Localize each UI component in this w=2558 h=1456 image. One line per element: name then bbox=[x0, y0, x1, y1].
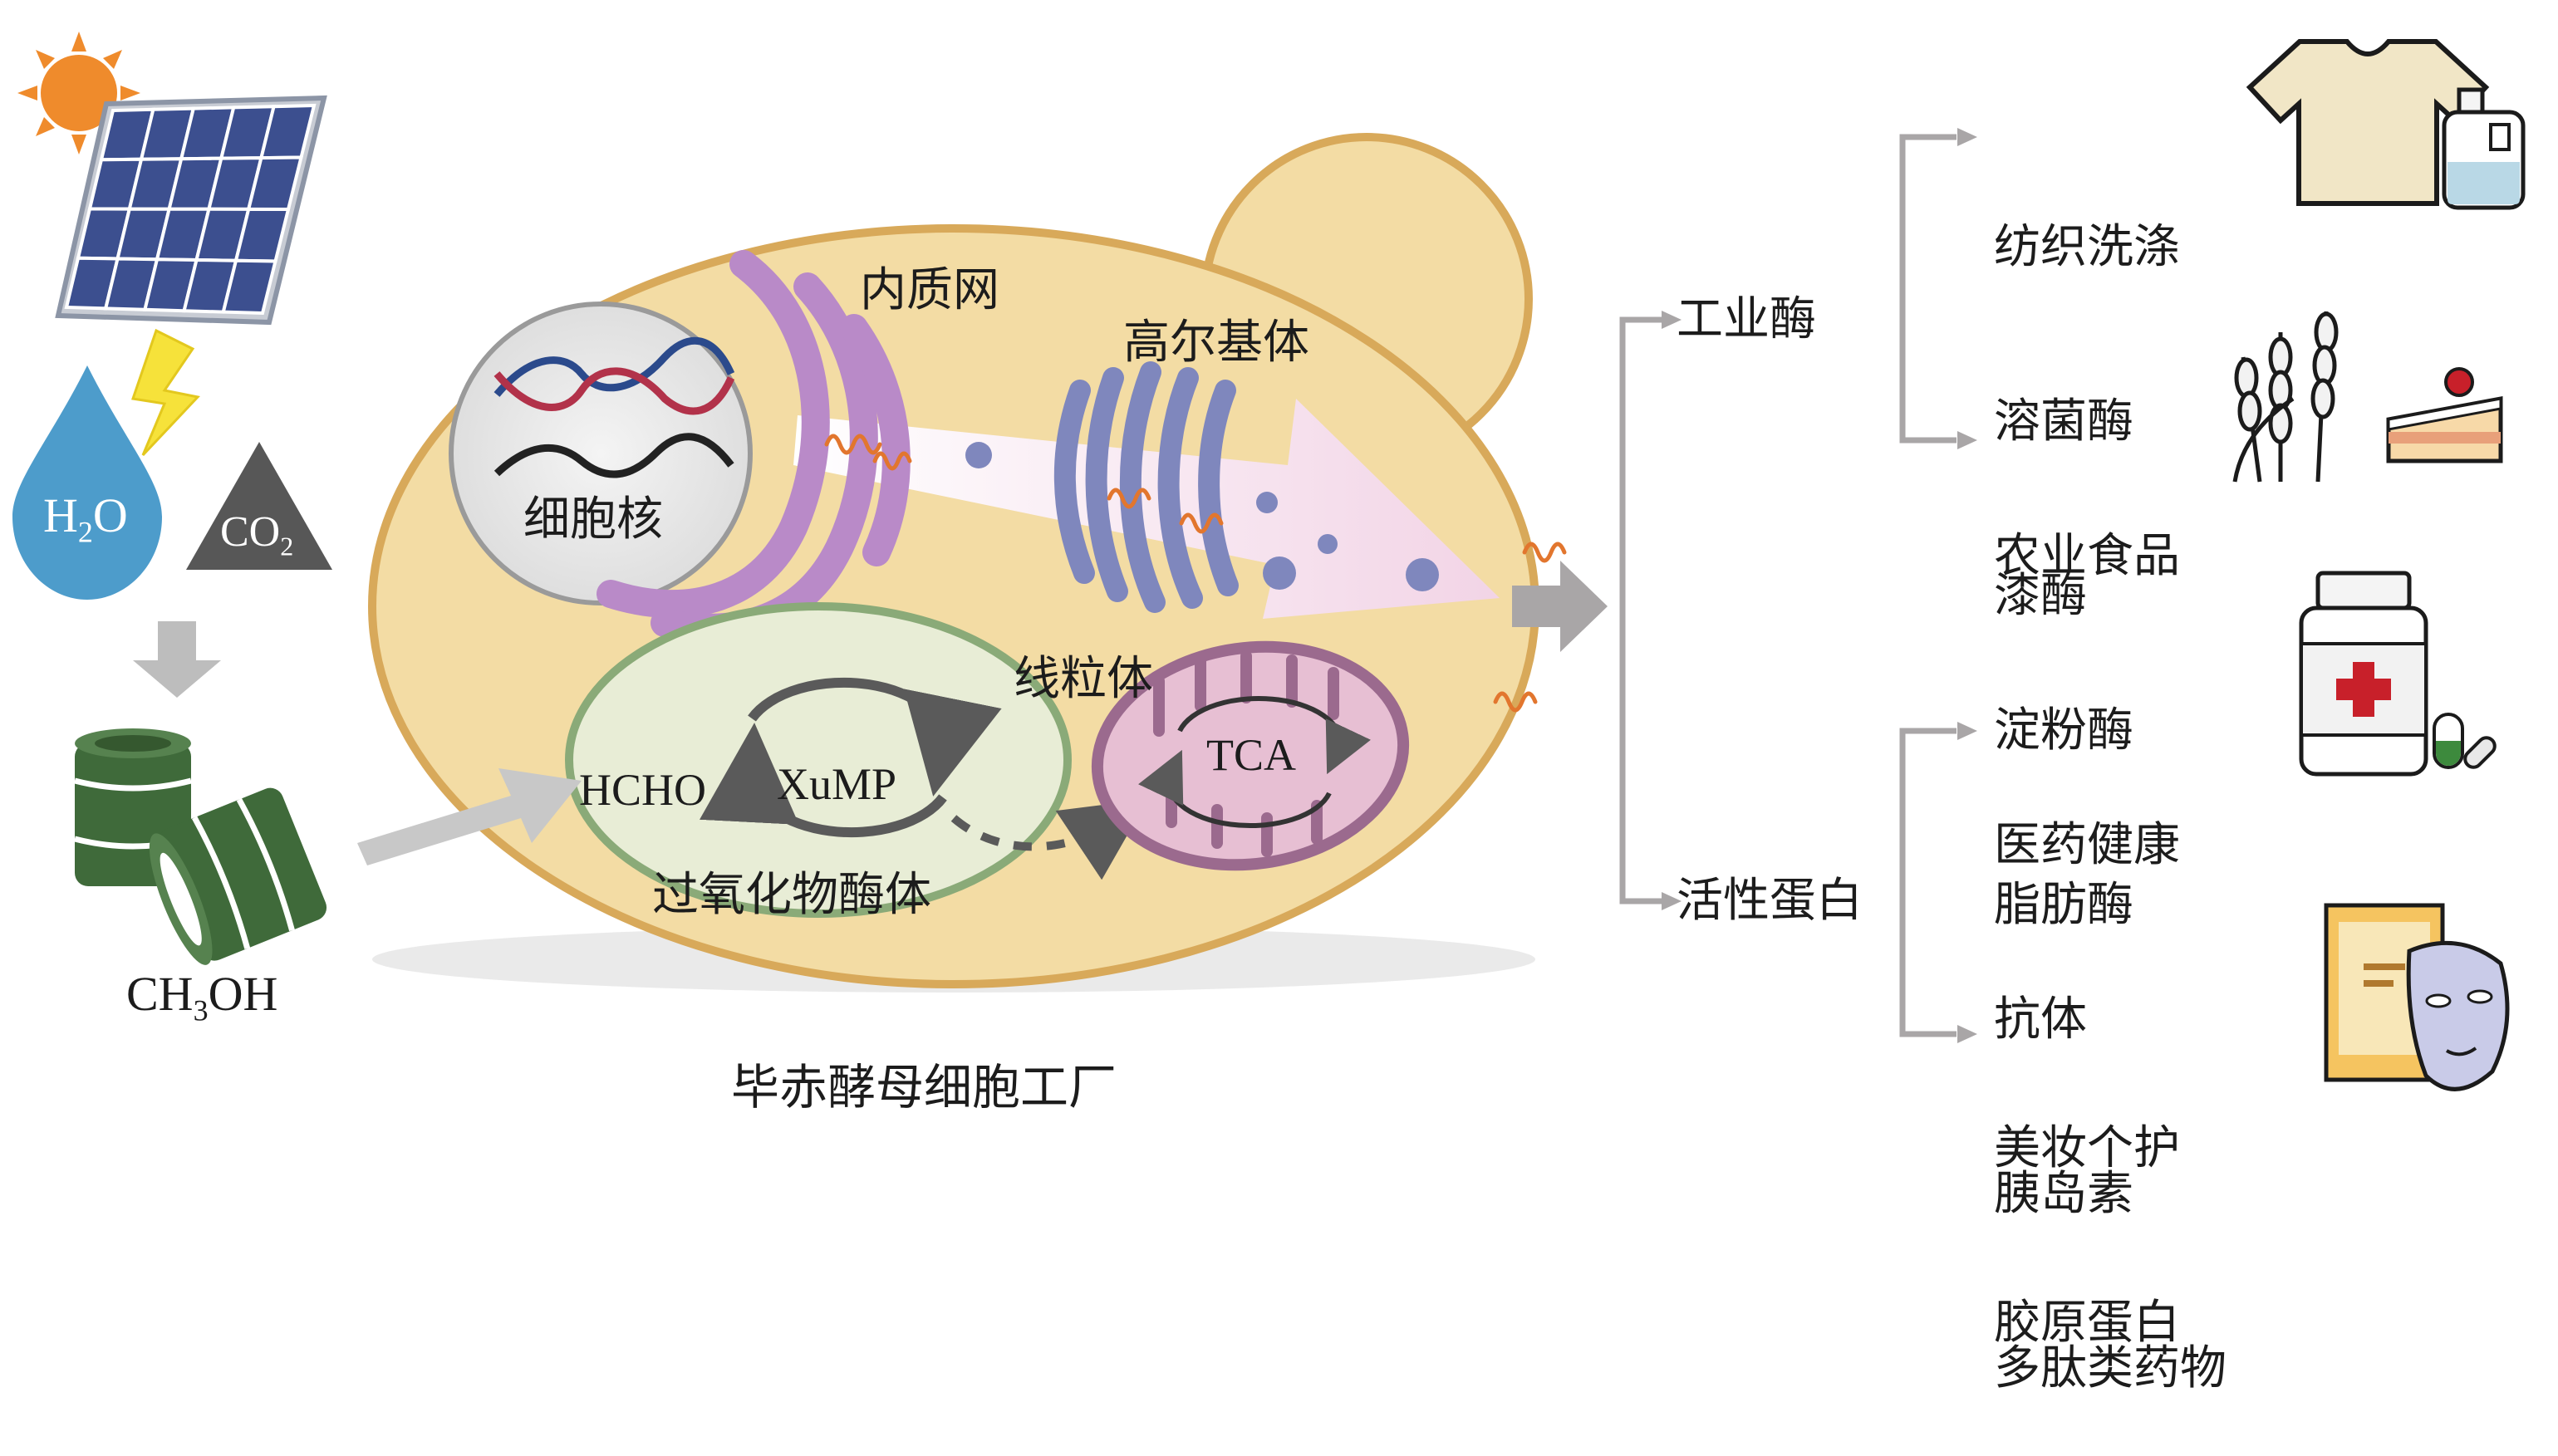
product-item: 漆酶 bbox=[1994, 569, 2087, 623]
face-mask-icon bbox=[2324, 903, 2510, 1091]
secretion-output-arrow bbox=[1512, 561, 1608, 652]
product-item: 脂肪酶 bbox=[1994, 878, 2133, 932]
tca-label: TCA bbox=[1206, 730, 1296, 780]
wheat-icon bbox=[2232, 311, 2339, 483]
detergent-bottle-icon bbox=[2442, 87, 2526, 210]
hcho-label: HCHO bbox=[579, 765, 707, 815]
methanol-label: CH3OH bbox=[126, 967, 278, 1027]
active-proteins-label: 活性蛋白 bbox=[1677, 874, 1863, 928]
diagram-graphics bbox=[12, 32, 2526, 1091]
product-item: 美妆个护 bbox=[1994, 1121, 2180, 1175]
solar-cell bbox=[221, 258, 278, 316]
product-item: 农业食品 bbox=[1994, 529, 2180, 583]
diagram-canvas: H2O CO2 CH3OH 内质网 高尔基体 细胞核 线粒体 TCA HCHO … bbox=[12, 32, 2526, 1395]
medicine-bottle-icon bbox=[2299, 571, 2428, 777]
product-group-agri-food: 农业食品 淀粉酶 脂肪酶 bbox=[1994, 411, 2180, 993]
water-label: H2O bbox=[43, 488, 128, 549]
category-brackets bbox=[1619, 134, 1957, 1037]
mitochondrion bbox=[1091, 640, 1410, 871]
product-group-cosmetics: 美妆个护 胶原蛋白 bbox=[1994, 1003, 2180, 1410]
bracket-arrowheads bbox=[1662, 128, 1977, 1043]
cake-icon bbox=[2386, 367, 2503, 463]
co2-label: CO2 bbox=[220, 508, 294, 561]
mitochondrion-label: 线粒体 bbox=[1014, 652, 1153, 706]
lightning-icon bbox=[131, 328, 200, 457]
product-item: 医药健康 bbox=[1994, 818, 2180, 872]
golgi-label: 高尔基体 bbox=[1123, 316, 1309, 370]
peroxisome bbox=[565, 602, 1072, 918]
product-item: 纺织洗涤 bbox=[1994, 220, 2180, 274]
golgi-apparatus bbox=[1053, 361, 1239, 613]
xump-label: XuMP bbox=[777, 759, 897, 809]
pill-icon bbox=[2433, 713, 2497, 769]
nucleus-label: 细胞核 bbox=[523, 493, 663, 547]
methanol-uptake-arrow bbox=[357, 768, 582, 865]
solar-panel-icon bbox=[55, 95, 327, 326]
product-group-textile: 纺织洗涤 溶菌酶 漆酶 bbox=[1994, 102, 2180, 684]
product-item: 溶菌酶 bbox=[1994, 395, 2133, 449]
nucleus bbox=[449, 301, 753, 605]
industrial-enzymes-label: 工业酶 bbox=[1677, 292, 1816, 346]
cell-factory-title: 毕赤酵母细胞工厂 bbox=[731, 1059, 1117, 1115]
water-drop-icon bbox=[12, 365, 162, 600]
er-label: 内质网 bbox=[860, 263, 999, 317]
down-arrow-icon bbox=[133, 621, 221, 698]
methanol-barrels-icon bbox=[74, 728, 327, 965]
product-item: 胶原蛋白 bbox=[1994, 1296, 2180, 1350]
product-item: 抗体 bbox=[1994, 993, 2087, 1047]
co2-triangle-icon bbox=[186, 442, 332, 570]
product-item: 淀粉酶 bbox=[1994, 703, 2133, 757]
tshirt-icon bbox=[2246, 39, 2490, 206]
secretion-pathway-arrow bbox=[793, 399, 1500, 619]
peroxisome-label: 过氧化物酶体 bbox=[652, 868, 931, 922]
dashed-arrow-to-tca bbox=[950, 799, 1148, 880]
